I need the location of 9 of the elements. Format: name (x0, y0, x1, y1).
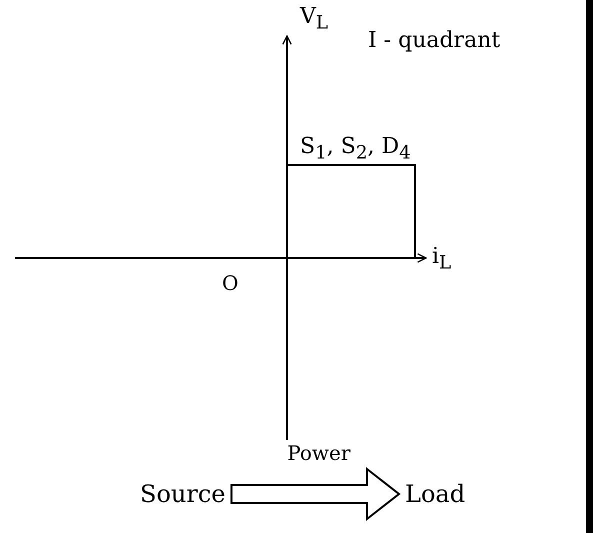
block-label: Load (405, 482, 466, 506)
axis-label: V$_{L}$ (300, 6, 328, 33)
block-label: Source (140, 482, 226, 506)
quadrant-label: I - quadrant (368, 30, 500, 52)
block-arrow (230, 466, 401, 522)
origin-label: O (222, 273, 238, 293)
switch-label: S$_{1}$, S$_{2}$, D$_{4}$ (300, 136, 411, 163)
edge-label: Power (285, 443, 352, 463)
axis-label: i$_{L}$ (432, 246, 452, 273)
